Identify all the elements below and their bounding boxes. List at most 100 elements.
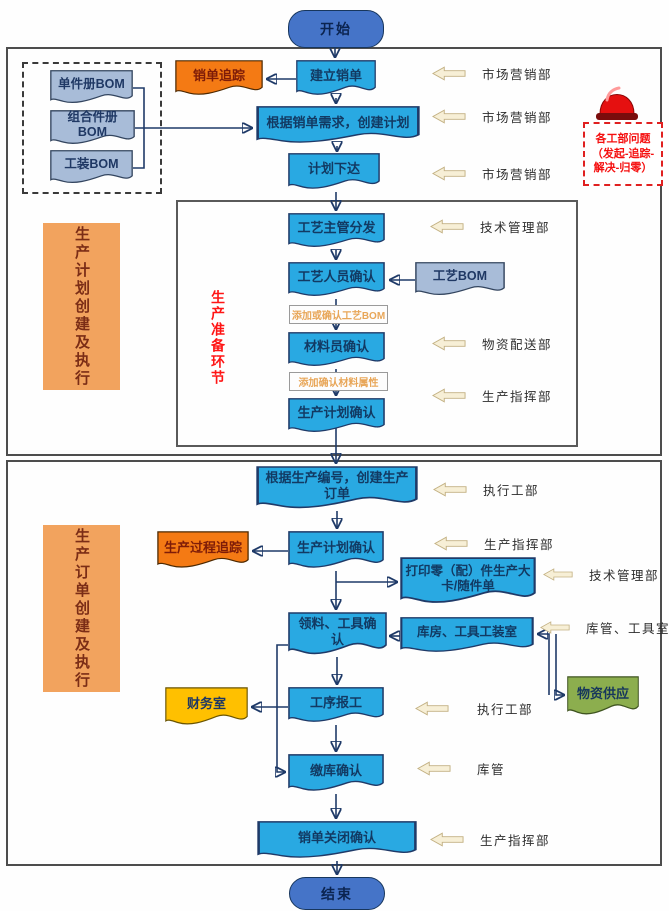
department-annotation: 执行工部	[433, 481, 540, 498]
department-label: 市场营销部	[482, 110, 553, 125]
bom-doc-assembly: 组合件册BOM	[50, 110, 135, 147]
supply-doc-label: 物资供应	[576, 685, 629, 701]
plan-release-node: 计划下达	[288, 153, 380, 192]
storage-confirm-label: 缴库确认	[309, 762, 362, 778]
process-report-node: 工序报工	[288, 687, 384, 725]
department-annotation: 市场营销部	[432, 65, 553, 82]
department-label: 生产指挥部	[484, 537, 555, 552]
bom-doc-tooling: 工装BOM	[50, 150, 133, 186]
department-label: 物资配送部	[482, 337, 553, 352]
department-annotation: 执行工部	[415, 700, 534, 717]
material-confirm-node: 材料员确认	[288, 332, 385, 369]
left-block-arrow-icon	[415, 700, 449, 716]
pick-confirm-node: 领料、工具确认	[288, 612, 387, 658]
note-add-craft-bom: 添加或确认工艺BOM	[289, 305, 388, 324]
left-block-arrow-icon	[540, 620, 570, 634]
alert-line: 解决-归零）	[593, 162, 653, 175]
phase-band-order: 生产订单创建及执行	[43, 525, 120, 692]
craft-bom-doc: 工艺BOM	[415, 262, 505, 298]
plan-confirm2-node: 生产计划确认	[288, 531, 384, 571]
end-terminal: 结束	[289, 877, 385, 910]
note-add-material-attr: 添加确认材料属性	[289, 372, 388, 391]
department-annotation: 物资配送部	[432, 335, 553, 352]
department-label: 市场营销部	[482, 167, 553, 182]
print-card-label: 打印零（配）件生产大卡/随件单	[405, 563, 531, 593]
start-label: 开始	[320, 21, 352, 37]
sale-close-label: 销单关闭确认	[297, 829, 376, 845]
plan-confirm2-label: 生产计划确认	[296, 539, 375, 555]
department-annotation: 生产指挥部	[432, 387, 553, 404]
warehouse-room-node: 库房、工具工装室	[400, 617, 534, 655]
sale-track-label: 销单追踪	[192, 67, 245, 83]
issue-alert-box: 各工部问题 （发起-追踪- 解决-归零）	[583, 122, 663, 186]
prep-phase-label: 生产准备环节	[210, 290, 226, 386]
storage-confirm-node: 缴库确认	[288, 754, 384, 794]
start-terminal: 开始	[288, 10, 384, 48]
craft-confirm-node: 工艺人员确认	[288, 262, 385, 299]
craft-dispatch-label: 工艺主管分发	[297, 220, 376, 236]
department-annotation: 技术管理部	[543, 566, 660, 583]
pick-confirm-label: 领料、工具确认	[298, 615, 377, 647]
phase-band-plan: 生产计划创建及执行	[43, 223, 120, 390]
department-label: 执行工部	[483, 483, 540, 498]
department-annotation: 生产指挥部	[430, 831, 551, 848]
department-label: 库管、工具室	[586, 621, 669, 636]
left-block-arrow-icon	[417, 760, 451, 776]
note-add-craft-bom-label: 添加或确认工艺BOM	[291, 311, 386, 322]
note-add-material-attr-label: 添加确认材料属性	[298, 378, 379, 389]
alert-line: 各工部问题	[595, 132, 651, 145]
department-label: 库管	[477, 762, 506, 777]
left-block-arrow-icon	[430, 831, 464, 847]
create-sale-label: 建立销单	[309, 67, 362, 83]
plan-confirm-label: 生产计划确认	[297, 405, 376, 421]
department-label: 生产指挥部	[480, 833, 551, 848]
left-block-arrow-icon	[430, 218, 464, 234]
left-block-arrow-icon	[434, 535, 468, 551]
craft-bom-label: 工艺BOM	[432, 269, 488, 283]
department-label: 生产指挥部	[482, 389, 553, 404]
left-block-arrow-icon	[432, 65, 466, 81]
plan-confirm-node: 生产计划确认	[288, 398, 385, 435]
bom-doc-assembly-label: 组合件册BOM	[67, 110, 118, 139]
department-label: 技术管理部	[480, 220, 551, 235]
department-annotation: 市场营销部	[432, 108, 553, 125]
department-annotation: 技术管理部	[430, 218, 551, 235]
left-block-arrow-icon	[432, 165, 466, 181]
bom-doc-tooling-label: 工装BOM	[64, 157, 119, 171]
phase-band-order-label: 生产订单创建及执行	[73, 527, 90, 690]
finance-doc: 财务室	[165, 687, 248, 728]
sale-track-doc: 销单追踪	[175, 60, 263, 98]
warehouse-room-label: 库房、工具工装室	[416, 625, 517, 639]
left-block-arrow-icon	[432, 108, 466, 124]
phase-band-plan-label: 生产计划创建及执行	[73, 225, 90, 388]
end-label: 结束	[321, 885, 353, 902]
bom-doc-single: 单件册BOM	[50, 70, 133, 106]
craft-dispatch-node: 工艺主管分发	[288, 213, 385, 250]
print-card-node: 打印零（配）件生产大卡/随件单	[400, 557, 536, 607]
process-track-doc: 生产过程追踪	[157, 531, 249, 571]
plan-release-label: 计划下达	[307, 161, 360, 177]
supply-doc: 物资供应	[567, 676, 639, 718]
create-sale-node: 建立销单	[296, 60, 376, 98]
alarm-siren-icon	[593, 76, 641, 122]
left-block-arrow-icon	[432, 335, 466, 351]
department-annotation: 生产指挥部	[434, 535, 555, 552]
alert-line: （发起-追踪-	[591, 147, 655, 160]
prep-phase-frame	[176, 200, 578, 447]
create-plan-label: 根据销单需求，创建计划	[266, 114, 410, 130]
create-order-node: 根据生产编号，创建生产订单	[256, 466, 418, 512]
bom-doc-single-label: 单件册BOM	[58, 77, 125, 91]
department-label: 市场营销部	[482, 67, 553, 82]
craft-confirm-label: 工艺人员确认	[297, 269, 376, 285]
process-report-label: 工序报工	[309, 694, 362, 710]
department-label: 执行工部	[477, 702, 534, 717]
left-block-arrow-icon	[543, 567, 573, 581]
department-label: 技术管理部	[589, 568, 660, 583]
department-annotation: 库管	[417, 760, 506, 777]
material-confirm-label: 材料员确认	[303, 339, 369, 355]
department-annotation: 市场营销部	[432, 165, 553, 182]
create-order-label: 根据生产编号，创建生产订单	[265, 469, 409, 501]
left-block-arrow-icon	[433, 481, 467, 497]
